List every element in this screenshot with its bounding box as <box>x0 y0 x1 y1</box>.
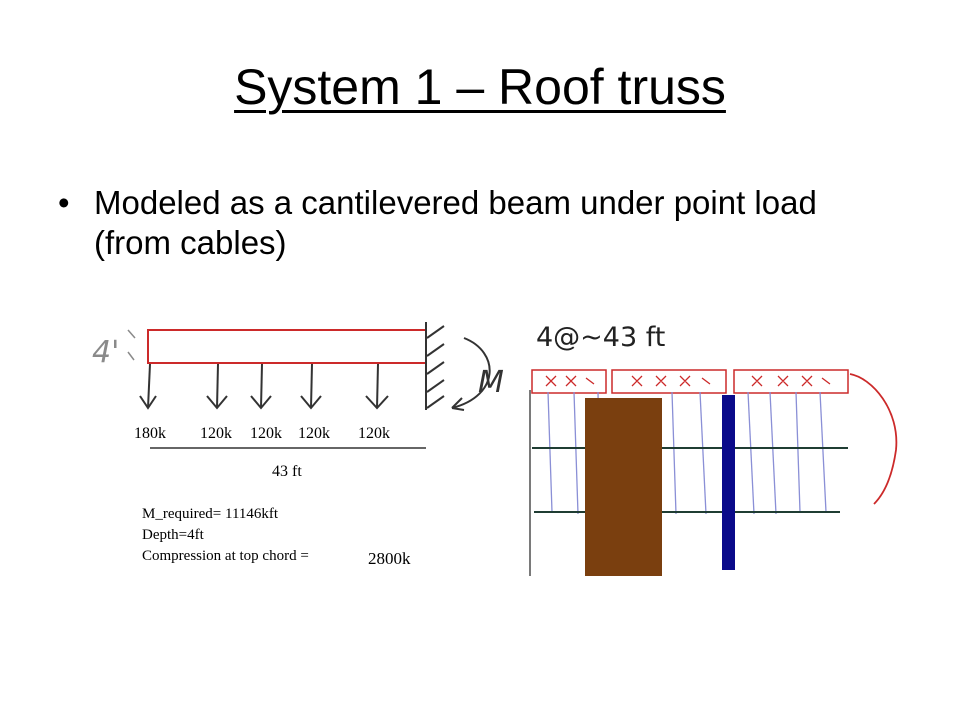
spacing-label: 4@~43 ft <box>536 322 665 353</box>
slide-title: System 1 – Roof truss <box>234 59 726 115</box>
truss-box-1 <box>531 369 607 394</box>
load-label-2: 120k <box>200 425 232 442</box>
bullet-marker: • <box>58 184 70 221</box>
blue-column <box>722 395 735 570</box>
truss-elevation-sketch: 4@~43 ft <box>529 322 898 576</box>
moment-arrow <box>451 337 491 409</box>
load-arrow-2 <box>206 363 228 410</box>
load-arrow-1 <box>139 363 157 410</box>
truss-box-2 <box>611 369 727 394</box>
calc-line-moment: M_required= 11146kft <box>142 506 279 522</box>
beam-outline <box>147 329 427 364</box>
moment-arrowhead <box>451 397 465 411</box>
load-label-3: 120k <box>250 425 282 442</box>
moment-label: M <box>478 365 504 400</box>
load-label-4: 120k <box>298 425 330 442</box>
load-arrow-3 <box>250 363 272 410</box>
load-arrow-4 <box>300 363 322 410</box>
cantilever-beam-sketch: 4' M <box>92 322 504 568</box>
calc-line-depth: Depth=4ft <box>142 527 205 543</box>
brown-column <box>585 398 662 576</box>
depth-tick <box>127 329 136 361</box>
truss-box-3 <box>733 369 849 394</box>
calc-line-compression: Compression at top chord = <box>142 548 309 564</box>
bullet-text: Modeled as a cantilevered beam under poi… <box>94 184 817 261</box>
compression-value: 2800k <box>368 549 411 568</box>
load-label-5: 120k <box>358 425 390 442</box>
truss-diagonals <box>545 375 831 387</box>
load-label-1: 180k <box>134 425 166 442</box>
depth-label: 4' <box>92 335 119 370</box>
span-label: 43 ft <box>272 463 302 480</box>
load-arrow-5 <box>365 363 389 410</box>
fixed-support <box>425 322 445 410</box>
cable-curve <box>849 373 898 505</box>
